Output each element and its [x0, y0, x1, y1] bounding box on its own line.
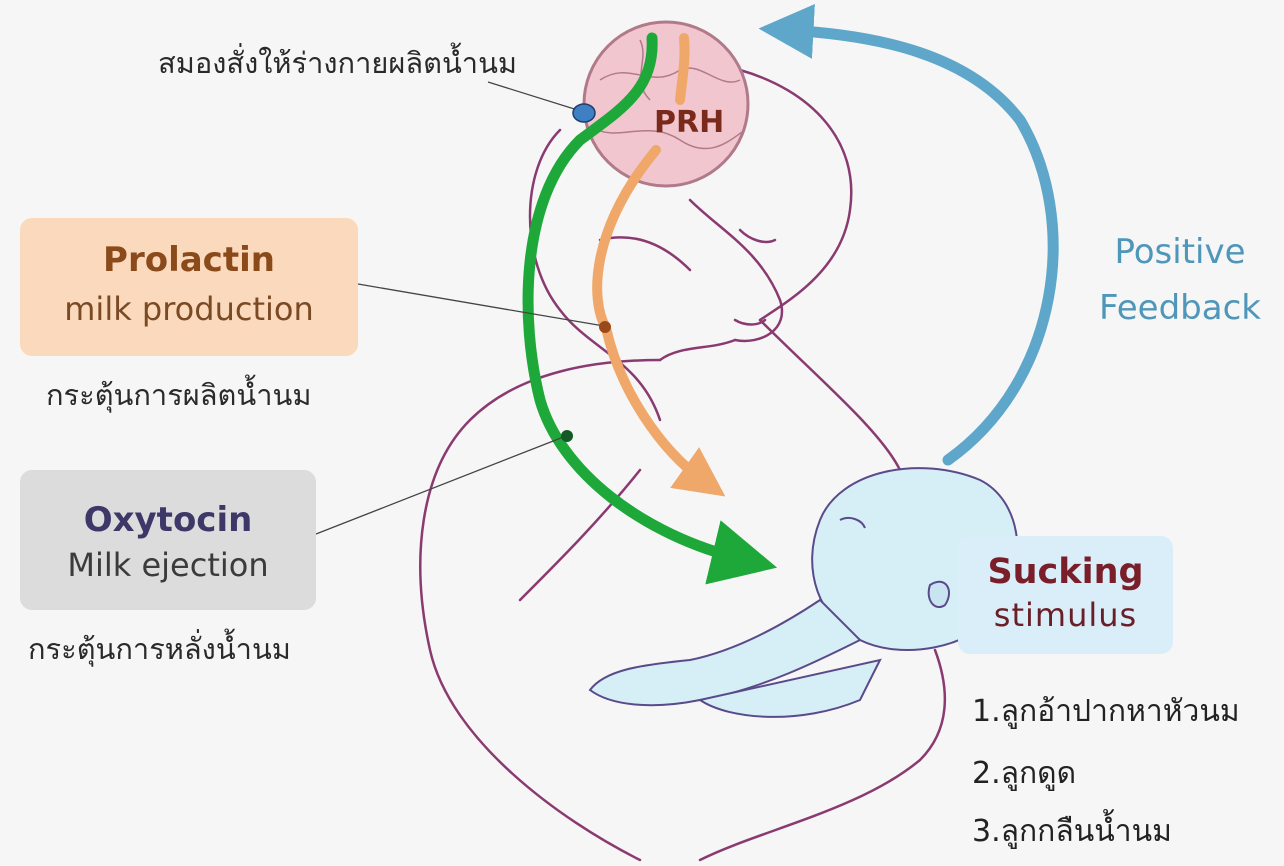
sucking-stimulus-box: Sucking stimulus — [958, 536, 1173, 654]
baby-figure — [590, 468, 1017, 717]
brain-point-dot — [573, 104, 595, 122]
oxytocin-point-dot — [561, 430, 573, 442]
oxytocin-subtitle: Milk ejection — [20, 546, 316, 584]
feedback-line-2: Feedback — [1080, 280, 1280, 336]
brain-icon — [584, 22, 748, 186]
step-item: 2.ลูกดูด — [972, 750, 1076, 797]
oxytocin-title: Oxytocin — [20, 500, 316, 540]
brain-caption-leader — [488, 82, 584, 112]
step-item: 1.ลูกอ้าปากหาหัวนม — [972, 688, 1240, 735]
oxytocin-thai-caption: กระตุ้นการหลั่งน้ำนม — [28, 626, 291, 672]
sucking-title: Sucking — [958, 552, 1173, 592]
oxytocin-box: Oxytocin Milk ejection — [20, 470, 316, 610]
step-item: 3.ลูกกลืนน้ำนม — [972, 808, 1172, 855]
prh-label: PRH — [654, 105, 724, 140]
sucking-subtitle: stimulus — [958, 596, 1173, 634]
prolactin-subtitle: milk production — [20, 290, 358, 328]
prolactin-point-dot — [599, 321, 611, 333]
prolactin-title: Prolactin — [20, 240, 358, 280]
positive-feedback-arrow — [786, 30, 1053, 460]
feedback-line-1: Positive — [1080, 224, 1280, 280]
prolactin-box: Prolactin milk production — [20, 218, 358, 356]
brain-caption: สมองสั่งให้ร่างกายผลิตน้ำนม — [158, 40, 517, 86]
prolactin-leader — [358, 284, 604, 326]
positive-feedback-label: Positive Feedback — [1080, 224, 1280, 336]
oxytocin-leader — [316, 436, 566, 534]
prolactin-thai-caption: กระตุ้นการผลิตน้ำนม — [46, 372, 311, 418]
